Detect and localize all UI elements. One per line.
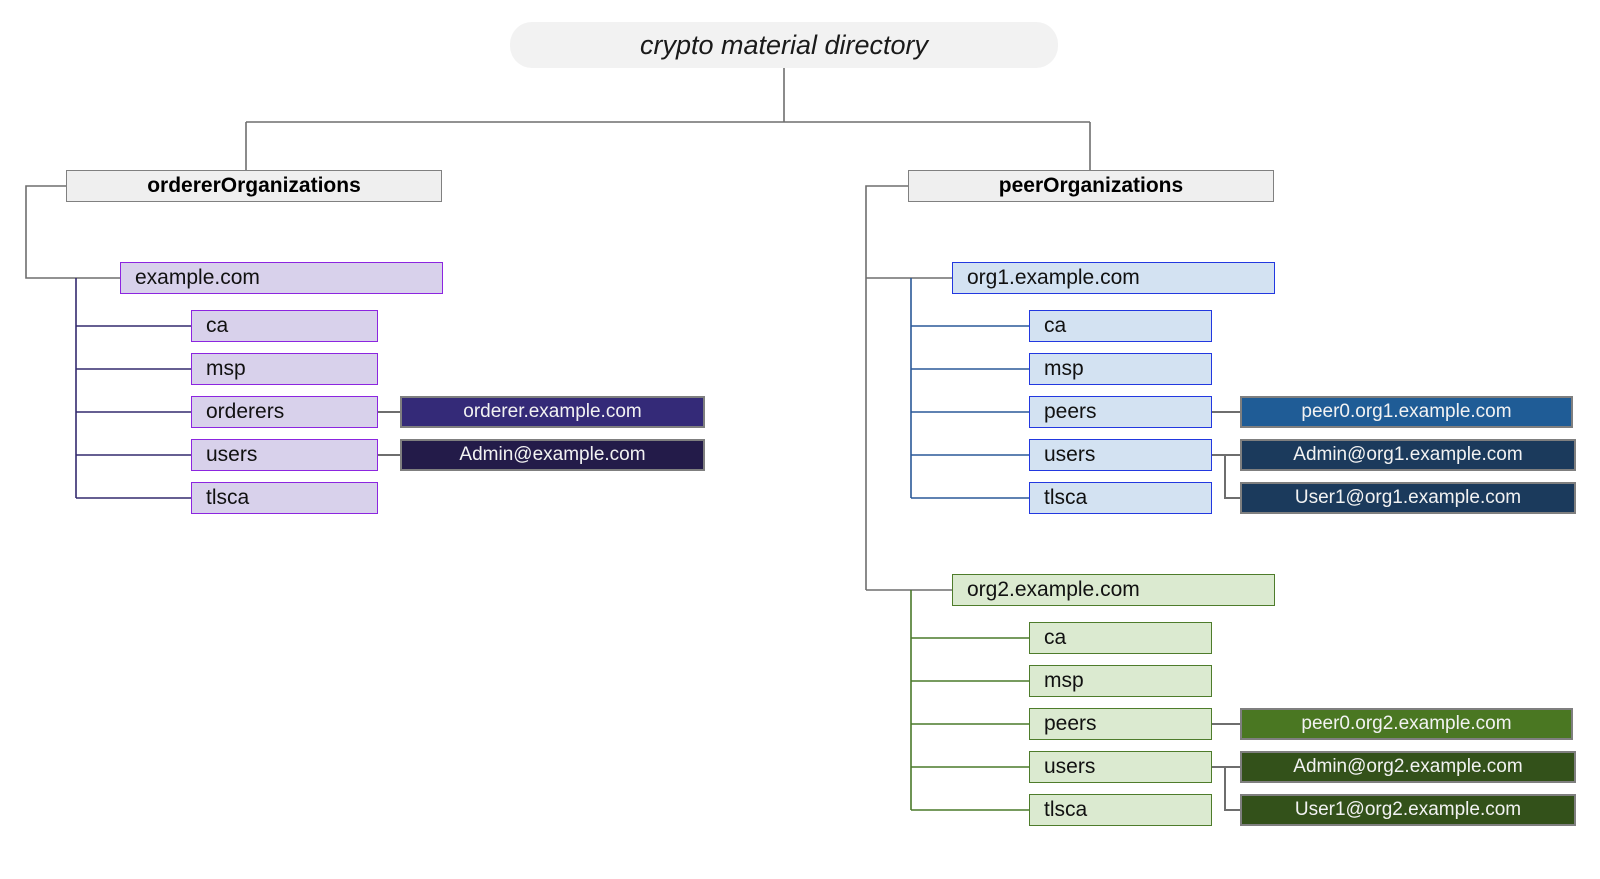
leaf-node-peer0-org1: peer0.org1.example.com (1240, 396, 1573, 428)
dir-node-orderer-ca: ca (191, 310, 378, 342)
dir-label-example-com: example.com (135, 266, 260, 289)
leaf-node-user1-org2: User1@org2.example.com (1240, 794, 1576, 826)
dir-label-org1-peers: peers (1044, 400, 1097, 423)
dir-node-org2-peers: peers (1029, 708, 1212, 740)
dir-label-orderer-tlsca: tlsca (206, 486, 250, 509)
leaf-label-admin-example-com: Admin@example.com (459, 444, 646, 465)
dir-node-org2-users: users (1029, 751, 1212, 783)
dir-label-org1-ca: ca (1044, 314, 1067, 337)
org-header-peer-organizations: peerOrganizations (908, 170, 1274, 202)
dir-node-orderer-msp: msp (191, 353, 378, 385)
dir-label-org2-tlsca: tlsca (1044, 798, 1088, 821)
dir-node-orderer-tlsca: tlsca (191, 482, 378, 514)
dir-label-org2-msp: msp (1044, 669, 1084, 692)
dir-node-orderer-users: users (191, 439, 378, 471)
connector-org2-users-fork (1212, 766, 1240, 811)
dir-label-orderer-msp: msp (206, 357, 246, 380)
leaf-label-admin-org1: Admin@org1.example.com (1293, 444, 1523, 465)
dir-node-org1-example-com: org1.example.com (952, 262, 1275, 294)
dir-node-org1-tlsca: tlsca (1029, 482, 1212, 514)
dir-node-org2-tlsca: tlsca (1029, 794, 1212, 826)
leaf-node-peer0-org2: peer0.org2.example.com (1240, 708, 1573, 740)
dir-node-example-com: example.com (120, 262, 443, 294)
connector-peer-org-trunk (865, 185, 908, 590)
dir-label-org1-example-com: org1.example.com (967, 266, 1140, 289)
leaf-node-admin-example-com: Admin@example.com (400, 439, 705, 471)
dir-node-orderer-orderers: orderers (191, 396, 378, 428)
dir-label-org2-example-com: org2.example.com (967, 578, 1140, 601)
dir-label-org1-msp: msp (1044, 357, 1084, 380)
connector-org1-users-fork (1212, 454, 1240, 499)
leaf-label-user1-org2: User1@org2.example.com (1294, 799, 1522, 820)
leaf-label-peer0-org2: peer0.org2.example.com (1301, 713, 1512, 734)
leaf-label-orderer-example-com: orderer.example.com (463, 401, 642, 422)
root-label: crypto material directory (639, 29, 929, 60)
dir-node-org1-peers: peers (1029, 396, 1212, 428)
dir-label-orderer-orderers: orderers (206, 400, 285, 423)
leaf-label-peer0-org1: peer0.org1.example.com (1301, 401, 1512, 422)
leaf-label-admin-org2: Admin@org2.example.com (1293, 756, 1523, 777)
dir-node-org1-ca: ca (1029, 310, 1212, 342)
leaf-label-user1-org1: User1@org1.example.com (1294, 487, 1522, 508)
dir-label-orderer-ca: ca (206, 314, 229, 337)
leaf-node-user1-org1: User1@org1.example.com (1240, 482, 1576, 514)
org-header-orderer-organizations: ordererOrganizations (66, 170, 442, 202)
dir-label-org1-tlsca: tlsca (1044, 486, 1088, 509)
dir-node-org1-msp: msp (1029, 353, 1212, 385)
dir-label-orderer-users: users (206, 443, 258, 466)
dir-label-org2-peers: peers (1044, 712, 1097, 735)
dir-label-org2-users: users (1044, 755, 1096, 778)
dir-label-org1-users: users (1044, 443, 1096, 466)
dir-node-org2-msp: msp (1029, 665, 1212, 697)
dir-node-org1-users: users (1029, 439, 1212, 471)
leaf-node-admin-org1: Admin@org1.example.com (1240, 439, 1576, 471)
root-node: crypto material directory (510, 22, 1058, 68)
dir-label-org2-ca: ca (1044, 626, 1067, 649)
org-header-orderer-label: ordererOrganizations (147, 174, 361, 197)
dir-node-org2-example-com: org2.example.com (952, 574, 1275, 606)
dir-node-org2-ca: ca (1029, 622, 1212, 654)
org-header-peer-label: peerOrganizations (998, 174, 1184, 197)
leaf-node-orderer-example-com: orderer.example.com (400, 396, 705, 428)
leaf-node-admin-org2: Admin@org2.example.com (1240, 751, 1576, 783)
